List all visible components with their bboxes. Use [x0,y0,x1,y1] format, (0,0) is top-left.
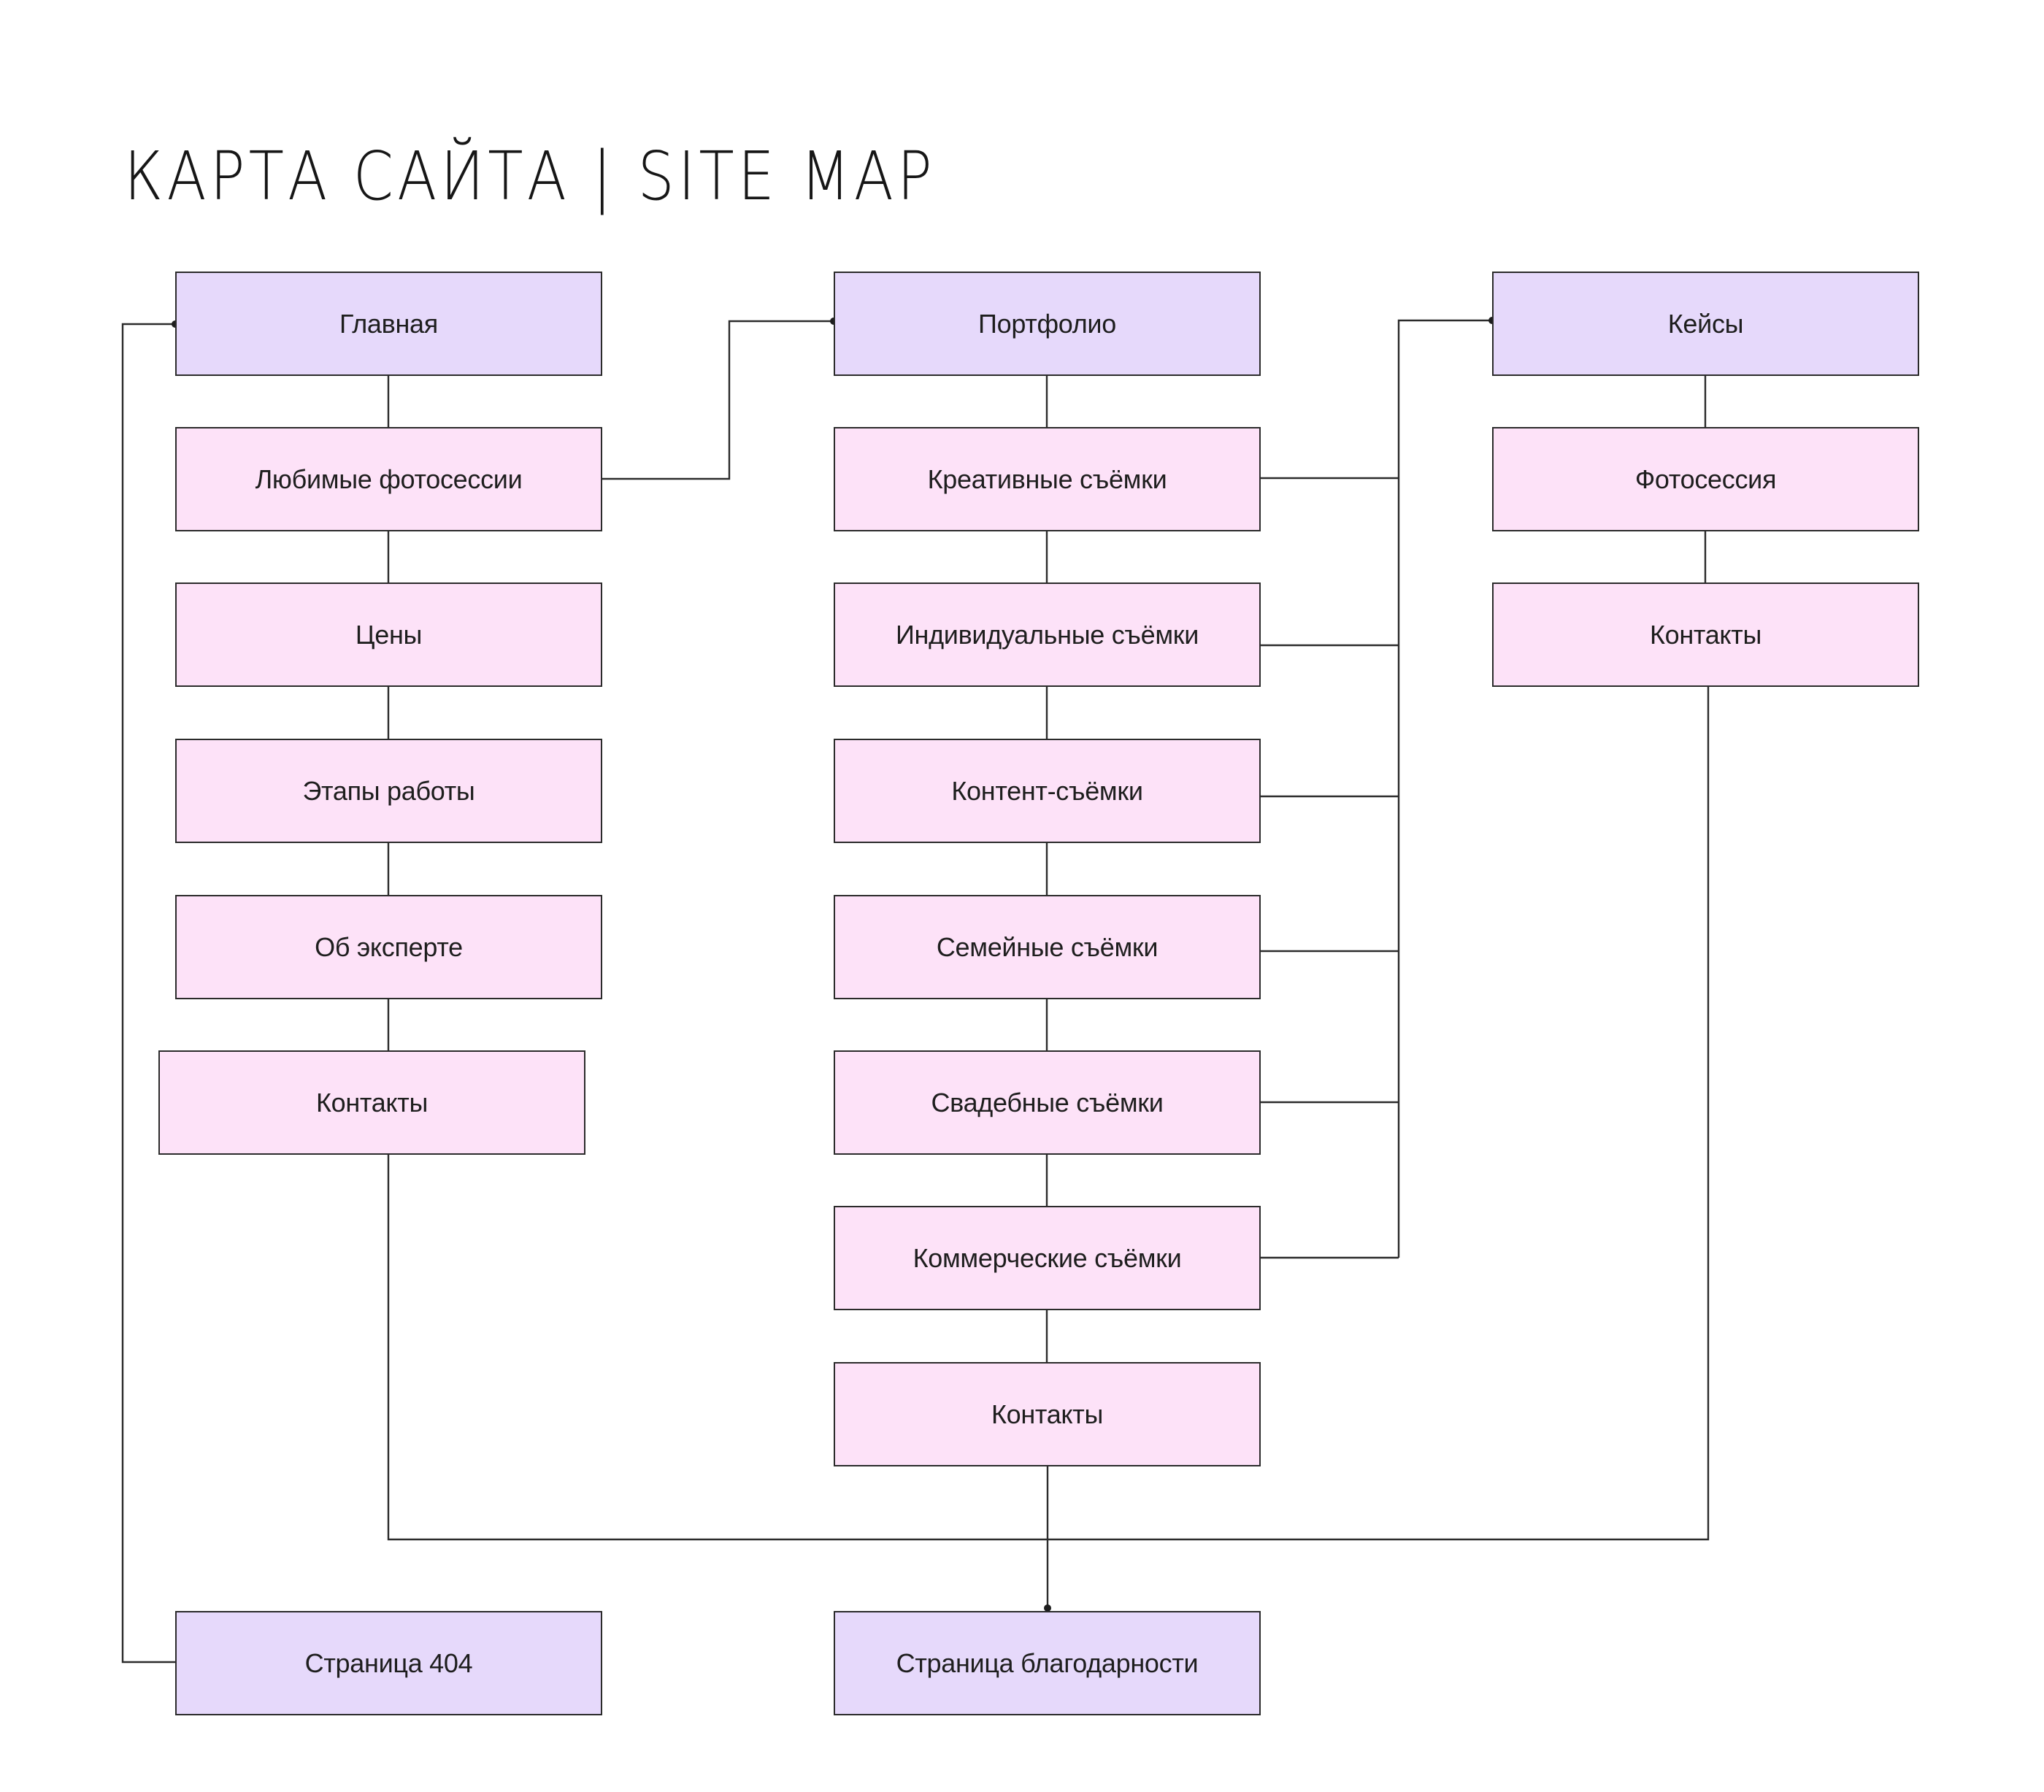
node-label: Страница 404 [304,1647,473,1678]
node-cases[interactable]: Кейсы [1492,272,1919,376]
node-label: Страница благодарности [896,1647,1199,1678]
node-commercial-shoots[interactable]: Коммерческие съёмки [834,1206,1261,1310]
node-about-expert[interactable]: Об эксперте [175,895,602,999]
node-favorite-photoshoots[interactable]: Любимые фотосессии [175,427,602,531]
node-label: Цены [355,619,423,650]
connector [121,323,175,1664]
node-label: Фотосессия [1634,464,1777,494]
node-label: Главная [339,308,438,339]
node-label: Этапы работы [302,775,475,806]
node-label: Портфолио [978,308,1116,339]
node-label: Контакты [991,1399,1104,1429]
node-label: Семейные съёмки [936,931,1159,962]
node-home-contacts[interactable]: Контакты [158,1050,585,1155]
node-portfolio-contacts[interactable]: Контакты [834,1362,1261,1466]
connector-dot [1044,1604,1051,1612]
node-label: Индивидуальные съёмки [895,619,1199,650]
node-thank-you-page[interactable]: Страница благодарности [834,1611,1261,1715]
node-label: Об эксперте [315,931,463,962]
node-work-stages[interactable]: Этапы работы [175,739,602,843]
page-title: КАРТА САЙТА | SITE MAP [124,137,936,215]
connector [602,320,834,480]
node-portfolio[interactable]: Портфолио [834,272,1261,376]
node-family-shoots[interactable]: Семейные съёмки [834,895,1261,999]
node-label: Креативные съёмки [927,464,1167,494]
node-label: Контакты [315,1087,429,1118]
node-photoshoot[interactable]: Фотосессия [1492,427,1919,531]
node-home[interactable]: Главная [175,272,602,376]
node-label: Коммерческие съёмки [912,1242,1182,1273]
node-label: Кейсы [1667,308,1744,339]
node-label: Свадебные съёмки [931,1087,1164,1118]
node-creative-shoots[interactable]: Креативные съёмки [834,427,1261,531]
node-page-404[interactable]: Страница 404 [175,1611,602,1715]
node-wedding-shoots[interactable]: Свадебные съёмки [834,1050,1261,1155]
node-individual-shoots[interactable]: Индивидуальные съёмки [834,582,1261,687]
node-label: Контент-съёмки [951,775,1143,806]
node-content-shoots[interactable]: Контент-съёмки [834,739,1261,843]
node-prices[interactable]: Цены [175,582,602,687]
node-label: Контакты [1649,619,1762,650]
connector [1397,319,1492,1258]
node-cases-contacts[interactable]: Контакты [1492,582,1919,687]
node-label: Любимые фотосессии [255,464,523,494]
